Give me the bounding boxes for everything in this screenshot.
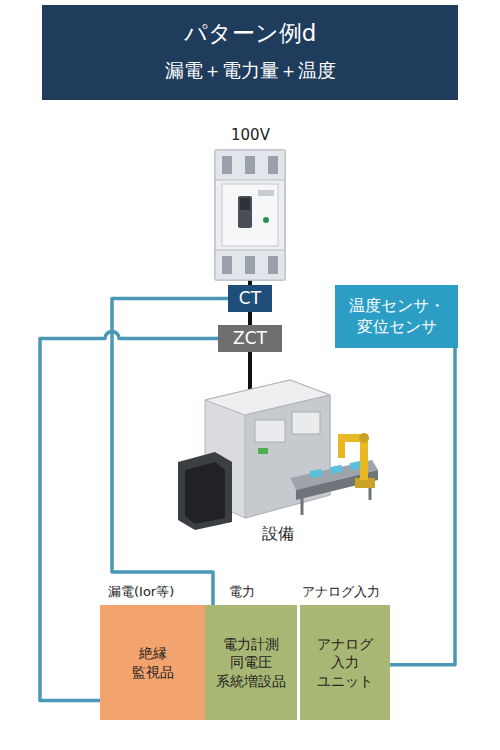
box-text: CT [239, 287, 261, 309]
box-text: 絶縁 監視品 [132, 644, 174, 680]
zct-box: ZCT [218, 325, 282, 352]
title-banner [42, 5, 458, 100]
insulation-monitor-box: 漏電(Ior等)絶縁 監視品 [100, 605, 205, 720]
subtitle-text: 漏電＋電力量＋温度 [165, 58, 336, 84]
box-text: 電力計測 同電圧 系統増設品 [216, 635, 286, 690]
signal-wire [112, 299, 228, 606]
title-text: パターン例d [0, 18, 500, 49]
box-text: 温度センサ・ 変位センサ [349, 296, 445, 338]
box-heading: 電力 [229, 583, 255, 601]
ct-box: CT [228, 285, 272, 312]
breaker-illustration [215, 150, 285, 280]
box-text: アナログ 入力 ユニット [317, 635, 373, 690]
power-meter-box: 電力電力計測 同電圧 系統増設品 [205, 605, 297, 720]
equipment-label: 設備 [262, 524, 294, 545]
sensor-box: 温度センサ・ 変位センサ [335, 285, 458, 348]
signal-wire [390, 348, 455, 665]
analog-input-box: アナログ入力アナログ 入力 ユニット [300, 605, 390, 720]
voltage-label: 100V [231, 126, 270, 144]
box-heading: 漏電(Ior等) [108, 583, 174, 601]
box-heading: アナログ入力 [302, 583, 380, 601]
box-text: ZCT [233, 327, 267, 349]
machine-illustration [178, 380, 378, 530]
